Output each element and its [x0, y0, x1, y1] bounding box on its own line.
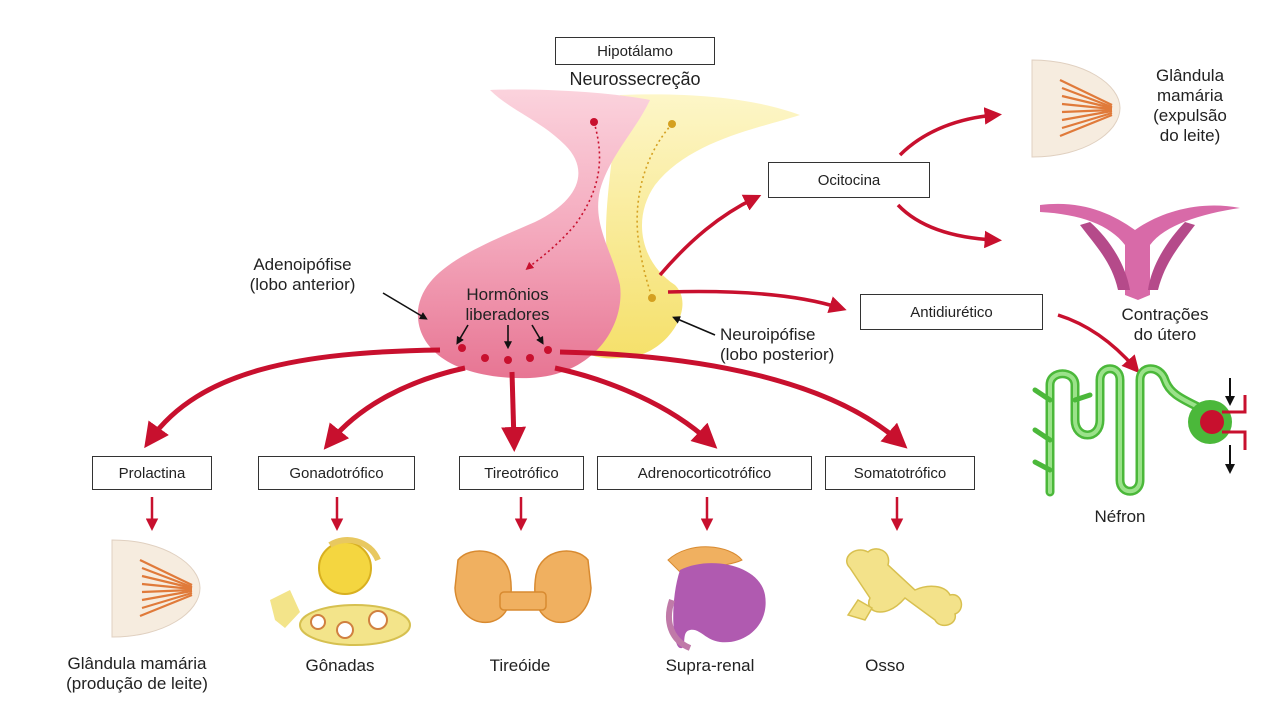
- bone-illustration: [846, 548, 963, 627]
- anterior-lobe-arrows: [144, 347, 908, 452]
- antidiuretic-box: Antidiurético: [860, 294, 1043, 330]
- neurohypophysis-name: Neuroipófise: [720, 325, 816, 344]
- hormone-label: Gonadotrófico: [289, 464, 384, 482]
- posterior-lobe-shape: [580, 94, 800, 359]
- hormone-label: Somatotrófico: [853, 464, 947, 482]
- mammary-expulsion-line1: Glândula: [1155, 66, 1225, 85]
- pointer-arrows: [382, 292, 716, 350]
- adenohypophysis-name: Adenoipófise: [253, 255, 352, 274]
- mammary-expulsion-line2: mamária: [1156, 86, 1224, 105]
- hormone-box-gonadotropic: Gonadotrófico: [258, 456, 415, 490]
- uterus-illustration: [1040, 203, 1240, 300]
- hormone-to-target-arrows: [145, 497, 904, 531]
- thyroid-illustration: [454, 550, 592, 623]
- releasing-hormones-line2: liberadores: [465, 305, 550, 324]
- hormone-box-thyrotropic: Tireotrófico: [459, 456, 584, 490]
- nephron-label: Néfron: [1094, 507, 1146, 526]
- neurohypophysis-subtitle: (lobo posterior): [720, 345, 835, 364]
- target-line2: (produção de leite): [66, 674, 208, 693]
- hypothalamus-label-box: Hipotálamo: [555, 37, 715, 65]
- target-label-mammary: Glândula mamária (produção de leite): [22, 654, 252, 694]
- target-label-bone: Osso: [865, 656, 905, 675]
- hormone-box-prolactin: Prolactina: [92, 456, 212, 490]
- neurosecretion-label: Neurossecreção: [569, 69, 701, 89]
- hormone-box-somatotropic: Somatotrófico: [825, 456, 975, 490]
- target-line1: Glândula mamária: [67, 654, 207, 673]
- neurohypophysis-label: Neuroipófise (lobo posterior): [720, 325, 834, 365]
- releasing-hormones-label: Hormônios liberadores: [430, 285, 585, 325]
- mammary-gland-top-illustration: [1031, 59, 1121, 158]
- adenohypophysis-label: Adenoipófise (lobo anterior): [220, 255, 385, 295]
- hypothalamus-label: Hipotálamo: [597, 42, 673, 60]
- target-label-thyroid: Tireóide: [489, 656, 551, 675]
- mammary-expulsion-line4: do leite): [1159, 126, 1221, 145]
- uterus-line2: do útero: [1133, 325, 1197, 344]
- mammary-expulsion-line3: (expulsão: [1153, 106, 1227, 125]
- hormone-label: Tireotrófico: [484, 464, 559, 482]
- mammary-gland-bottom-illustration: [111, 539, 201, 638]
- anterior-lobe-shape: [417, 89, 650, 379]
- nephron-illustration: [1032, 364, 1247, 497]
- mammary-expulsion-label: Glândula mamária (expulsão do leite): [1120, 66, 1260, 146]
- pituitary-gland: [417, 89, 800, 379]
- hormone-label: Adrenocorticotrófico: [637, 464, 772, 482]
- oxytocin-label: Ocitocina: [817, 171, 881, 189]
- target-label-adrenal: Supra-renal: [665, 656, 755, 675]
- adenohypophysis-subtitle: (lobo anterior): [249, 275, 356, 294]
- hormone-box-adrenocorticotropic: Adrenocorticotrófico: [597, 456, 812, 490]
- uterus-line1: Contrações: [1121, 305, 1209, 324]
- posterior-lobe-arrows: [658, 107, 1140, 374]
- gonads-illustration: [270, 537, 411, 646]
- releasing-hormones-line1: Hormônios: [466, 285, 549, 304]
- adrenal-kidney-illustration: [666, 546, 766, 651]
- target-label-gonads: Gônadas: [305, 656, 375, 675]
- oxytocin-box: Ocitocina: [768, 162, 930, 198]
- antidiuretic-label: Antidiurético: [910, 303, 993, 321]
- hormone-label: Prolactina: [118, 464, 186, 482]
- uterus-label: Contrações do útero: [1090, 305, 1240, 345]
